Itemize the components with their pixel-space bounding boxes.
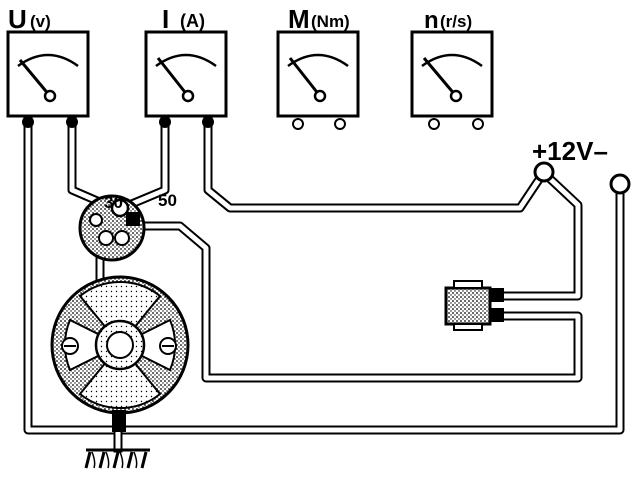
ammeter-terminal-right: [202, 116, 214, 128]
torque-meter: M (Nm): [276, 4, 360, 130]
tachometer: n (r/s): [410, 7, 494, 130]
tachometer-symbol: n: [424, 7, 439, 34]
battery: +12V–: [532, 136, 631, 195]
voltmeter-terminal-left: [22, 116, 34, 128]
ground-icon: [84, 448, 150, 469]
ammeter-unit: (A): [180, 11, 205, 31]
terminal-30-label: 30: [104, 193, 123, 212]
battery-label: +12V–: [532, 136, 608, 166]
ammeter-symbol: I: [162, 4, 169, 34]
ammeter-terminal-left: [159, 116, 171, 128]
voltmeter-terminal-right: [66, 116, 78, 128]
ammeter: I (A): [144, 4, 228, 128]
battery-minus-terminal: [609, 173, 631, 195]
battery-plus-terminal: [533, 161, 555, 183]
terminal-50-label: 50: [158, 191, 177, 210]
torque-meter-symbol: M: [288, 4, 310, 34]
voltmeter-unit: (v): [30, 12, 51, 31]
terminal-50: [126, 212, 140, 226]
solenoid-head: 30 50: [78, 191, 177, 262]
torque-meter-unit: (Nm): [311, 12, 350, 31]
voltmeter-symbol: U: [8, 4, 27, 34]
terminal-30: [110, 198, 130, 218]
tachometer-unit: (r/s): [440, 12, 472, 31]
voltmeter: U (v): [6, 4, 90, 128]
test-switch: [444, 280, 504, 331]
starter-motor: [50, 275, 190, 432]
